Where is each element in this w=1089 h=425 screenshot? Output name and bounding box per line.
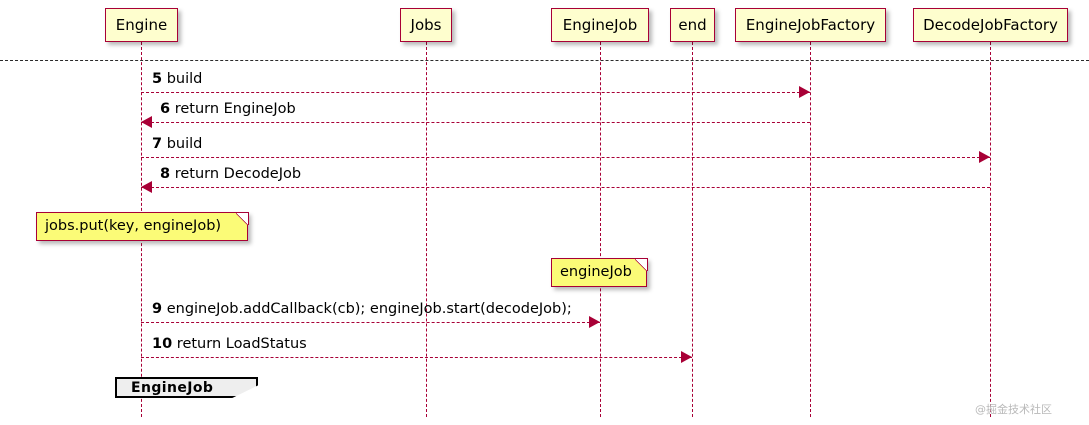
note-fold-corner-icon [634, 257, 648, 271]
note-fold-corner-icon [235, 211, 249, 225]
message-text-6: return EngineJob [170, 101, 296, 117]
message-seq-10: 10 [152, 336, 173, 352]
note-text: engineJob [560, 264, 632, 281]
message-text-10: return LoadStatus [172, 336, 307, 352]
note-2: engineJob [551, 257, 648, 287]
message-line-6 [141, 122, 810, 123]
message-label-5: 5 build [152, 72, 202, 87]
participant-label: Engine [115, 15, 168, 34]
arrowhead-6 [141, 116, 152, 128]
message-seq-7: 7 [152, 136, 163, 152]
frame-label-enginejob: EngineJob [115, 377, 258, 398]
participant-jobs[interactable]: Jobs [400, 8, 452, 42]
lifeline-end [692, 42, 693, 417]
participant-enginejobfactory[interactable]: EngineJobFactory [735, 8, 886, 42]
message-text-7: build [162, 136, 203, 152]
note-text: jobs.put(key, engineJob) [45, 218, 222, 235]
message-line-9 [141, 322, 600, 323]
arrowhead-5 [799, 86, 810, 98]
arrowhead-7 [979, 151, 990, 163]
note-1: jobs.put(key, engineJob) [36, 211, 249, 241]
participant-label: DecodeJobFactory [923, 15, 1058, 34]
lifeline-enginejob [600, 42, 601, 417]
diagram-separator-line [0, 60, 1089, 61]
message-seq-5: 5 [152, 71, 163, 87]
participant-enginejob[interactable]: EngineJob [551, 8, 649, 42]
message-line-7 [141, 157, 990, 158]
message-line-5 [141, 92, 810, 93]
message-label-6: 6 return EngineJob [160, 102, 296, 117]
participant-engine[interactable]: Engine [105, 8, 178, 42]
message-label-8: 8 return DecodeJob [160, 167, 301, 182]
lifeline-decodejobfactory [990, 42, 991, 417]
message-line-8 [141, 187, 990, 188]
message-seq-8: 8 [160, 166, 171, 182]
arrowhead-10 [681, 351, 692, 363]
message-seq-6: 6 [160, 101, 171, 117]
message-text-8: return DecodeJob [170, 166, 302, 182]
message-line-10 [141, 357, 692, 358]
message-seq-9: 9 [152, 301, 163, 317]
message-label-7: 7 build [152, 137, 202, 152]
message-text-9: engineJob.addCallback(cb); engineJob.sta… [162, 301, 572, 317]
message-label-10: 10 return LoadStatus [152, 337, 307, 352]
participant-label: EngineJobFactory [745, 15, 876, 34]
arrowhead-9 [589, 316, 600, 328]
participant-label: Jobs [410, 15, 442, 34]
arrowhead-8 [141, 181, 152, 193]
frame-label-text: EngineJob [131, 379, 214, 396]
participant-end[interactable]: end [670, 8, 715, 42]
participant-decodejobfactory[interactable]: DecodeJobFactory [913, 8, 1068, 42]
lifeline-jobs [426, 42, 427, 417]
lifeline-enginejobfactory [810, 42, 811, 417]
participant-label: end [678, 15, 707, 34]
participant-label: EngineJob [562, 15, 638, 34]
message-text-5: build [162, 71, 203, 87]
watermark: @掘金技术社区 [975, 403, 1052, 416]
message-label-9: 9 engineJob.addCallback(cb); engineJob.s… [152, 302, 572, 317]
